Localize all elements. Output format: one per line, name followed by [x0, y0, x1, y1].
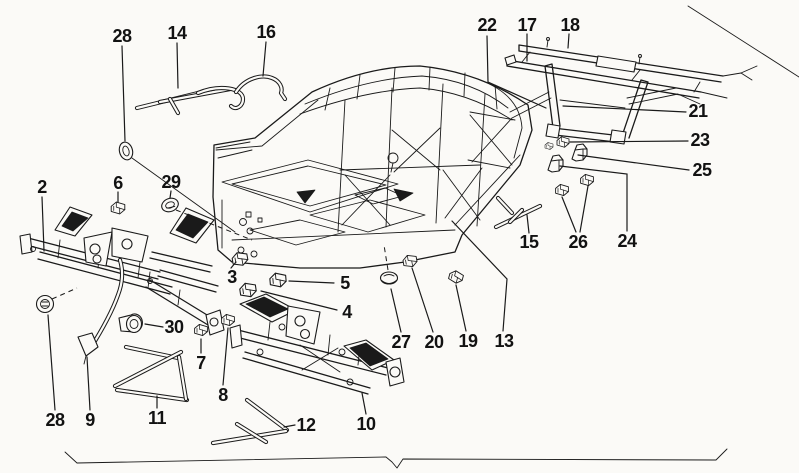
- cross-brace-drawing: [112, 344, 190, 403]
- part-number-30: 30: [164, 317, 184, 337]
- sheet-corner-line: [687, 5, 799, 78]
- bushing-30-drawing: [118, 313, 143, 334]
- part-number-12: 12: [296, 415, 316, 435]
- part-number-16: 16: [256, 22, 276, 42]
- part-number-23: 23: [690, 130, 710, 150]
- cable-drawing: [77, 257, 125, 365]
- rear-subframe-drawing: [229, 293, 405, 395]
- part-number-7: 7: [196, 353, 206, 373]
- front-crossmember-drawing: [134, 85, 246, 116]
- pedestal-25-pair-drawing: [547, 143, 588, 173]
- clip-23-drawing: [544, 136, 570, 150]
- chassis-frame-drawing: [212, 65, 533, 269]
- angle-brace-drawing: [210, 397, 290, 446]
- part-number-27: 27: [391, 332, 411, 352]
- clip-6-drawing: [110, 201, 126, 215]
- part-number-5: 5: [340, 273, 350, 293]
- part-number-19: 19: [458, 331, 478, 351]
- rear-bulkhead-frame-drawing: [509, 63, 679, 145]
- clip-4-drawing: [238, 281, 258, 299]
- part-number-17: 17: [517, 15, 537, 35]
- part-number-24: 24: [617, 231, 637, 251]
- clip-19-drawing: [447, 269, 465, 285]
- part-number-25: 25: [692, 160, 712, 180]
- part-number-10: 10: [356, 414, 376, 434]
- part-number-28: 28: [112, 26, 132, 46]
- front-subframe-drawing: [19, 206, 225, 336]
- part-number-28: 28: [45, 410, 65, 430]
- part-number-3: 3: [227, 267, 237, 287]
- part-number-18: 18: [560, 15, 580, 35]
- clip-26-pair-drawing: [555, 173, 594, 197]
- grommet-28-top-drawing: [118, 141, 134, 161]
- part-number-14: 14: [167, 23, 187, 43]
- part-number-29: 29: [161, 172, 181, 192]
- part-number-8: 8: [218, 385, 228, 405]
- bottom-extent-bracket: [64, 448, 728, 469]
- part-number-26: 26: [568, 232, 588, 252]
- clip-7-drawing: [194, 323, 208, 337]
- part-number-20: 20: [424, 332, 444, 352]
- part-number-15: 15: [519, 232, 539, 252]
- plug-27-drawing: [379, 271, 399, 285]
- clip-5-drawing: [268, 271, 288, 289]
- part-number-6: 6: [113, 173, 123, 193]
- side-rail-bracket-drawing: [493, 195, 543, 230]
- part-number-21: 21: [688, 101, 708, 121]
- clip-8-drawing: [221, 313, 235, 327]
- part-number-13: 13: [494, 331, 514, 351]
- grommet-29-drawing: [161, 197, 179, 213]
- part-number-2: 2: [37, 177, 47, 197]
- curved-strap-drawing: [233, 74, 288, 102]
- part-number-22: 22: [477, 15, 497, 35]
- rear-deck-rails-drawing: [504, 37, 758, 105]
- clip-20-drawing: [401, 253, 419, 269]
- leader-lines: [41, 33, 690, 428]
- part-number-4: 4: [342, 302, 352, 322]
- grommet-28-bottom-drawing: [35, 294, 55, 314]
- part-number-11: 11: [147, 408, 167, 428]
- part-number-9: 9: [85, 410, 95, 430]
